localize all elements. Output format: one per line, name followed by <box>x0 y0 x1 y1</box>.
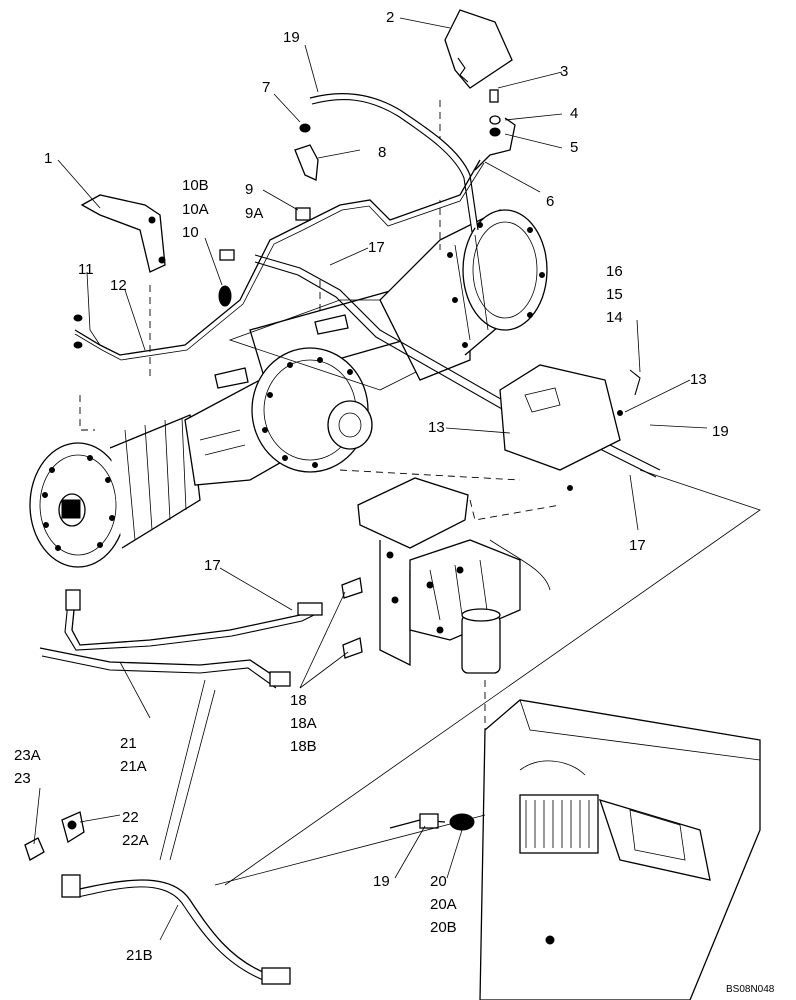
callout-19-right: 19 <box>712 423 729 440</box>
filter-bracket-assembly <box>357 477 551 674</box>
callout-9A: 9A <box>245 205 263 222</box>
callout-labels: 1 2 3 4 5 6 7 8 9 9A 10B 10A 10 11 12 13… <box>14 9 775 995</box>
callout-6: 6 <box>546 193 554 210</box>
callout-20A: 20A <box>430 896 457 913</box>
callout-18A: 18A <box>290 715 317 732</box>
callout-22: 22 <box>122 809 139 826</box>
callout-10: 10 <box>182 224 199 241</box>
callout-17-top: 17 <box>368 239 385 256</box>
callout-20: 20 <box>430 873 447 890</box>
callout-17-left: 17 <box>204 557 221 574</box>
callout-5: 5 <box>570 139 578 156</box>
callout-21B: 21B <box>126 947 153 964</box>
callout-2: 2 <box>386 9 394 26</box>
callout-10A: 10A <box>182 201 209 218</box>
axle-assembly <box>29 209 548 568</box>
callout-1: 1 <box>44 150 52 167</box>
drawing-code: BS08N048 <box>726 984 775 995</box>
leader-lines <box>33 17 761 941</box>
callout-21: 21 <box>120 735 137 752</box>
callout-17-right: 17 <box>629 537 646 554</box>
callout-9: 9 <box>245 181 253 198</box>
callout-23: 23 <box>14 770 31 787</box>
hoses-17-21 <box>39 589 323 689</box>
callout-22A: 22A <box>122 832 149 849</box>
callout-18B: 18B <box>290 738 317 755</box>
callout-12: 12 <box>110 277 127 294</box>
callout-18: 18 <box>290 692 307 709</box>
callout-7: 7 <box>262 79 270 96</box>
callout-19-bottom: 19 <box>373 873 390 890</box>
callout-21A: 21A <box>120 758 147 775</box>
callout-4: 4 <box>570 105 578 122</box>
callout-10B: 10B <box>182 177 209 194</box>
callout-13-left: 13 <box>428 419 445 436</box>
fittings-18 <box>341 577 363 659</box>
callout-8: 8 <box>378 144 386 161</box>
callout-14: 14 <box>606 309 623 326</box>
mounting-plate <box>499 364 621 471</box>
callout-20B: 20B <box>430 919 457 936</box>
callout-13-right: 13 <box>690 371 707 388</box>
callout-15: 15 <box>606 286 623 303</box>
callout-23A: 23A <box>14 747 41 764</box>
hub-bolts <box>42 222 545 551</box>
callout-11: 11 <box>78 261 94 278</box>
oil-cooler-assembly <box>389 699 761 1000</box>
callout-19-top: 19 <box>283 29 300 46</box>
callout-16: 16 <box>606 263 623 280</box>
fittings-22-23 <box>24 811 85 861</box>
hose-21B <box>61 874 291 985</box>
callout-3: 3 <box>560 63 568 80</box>
